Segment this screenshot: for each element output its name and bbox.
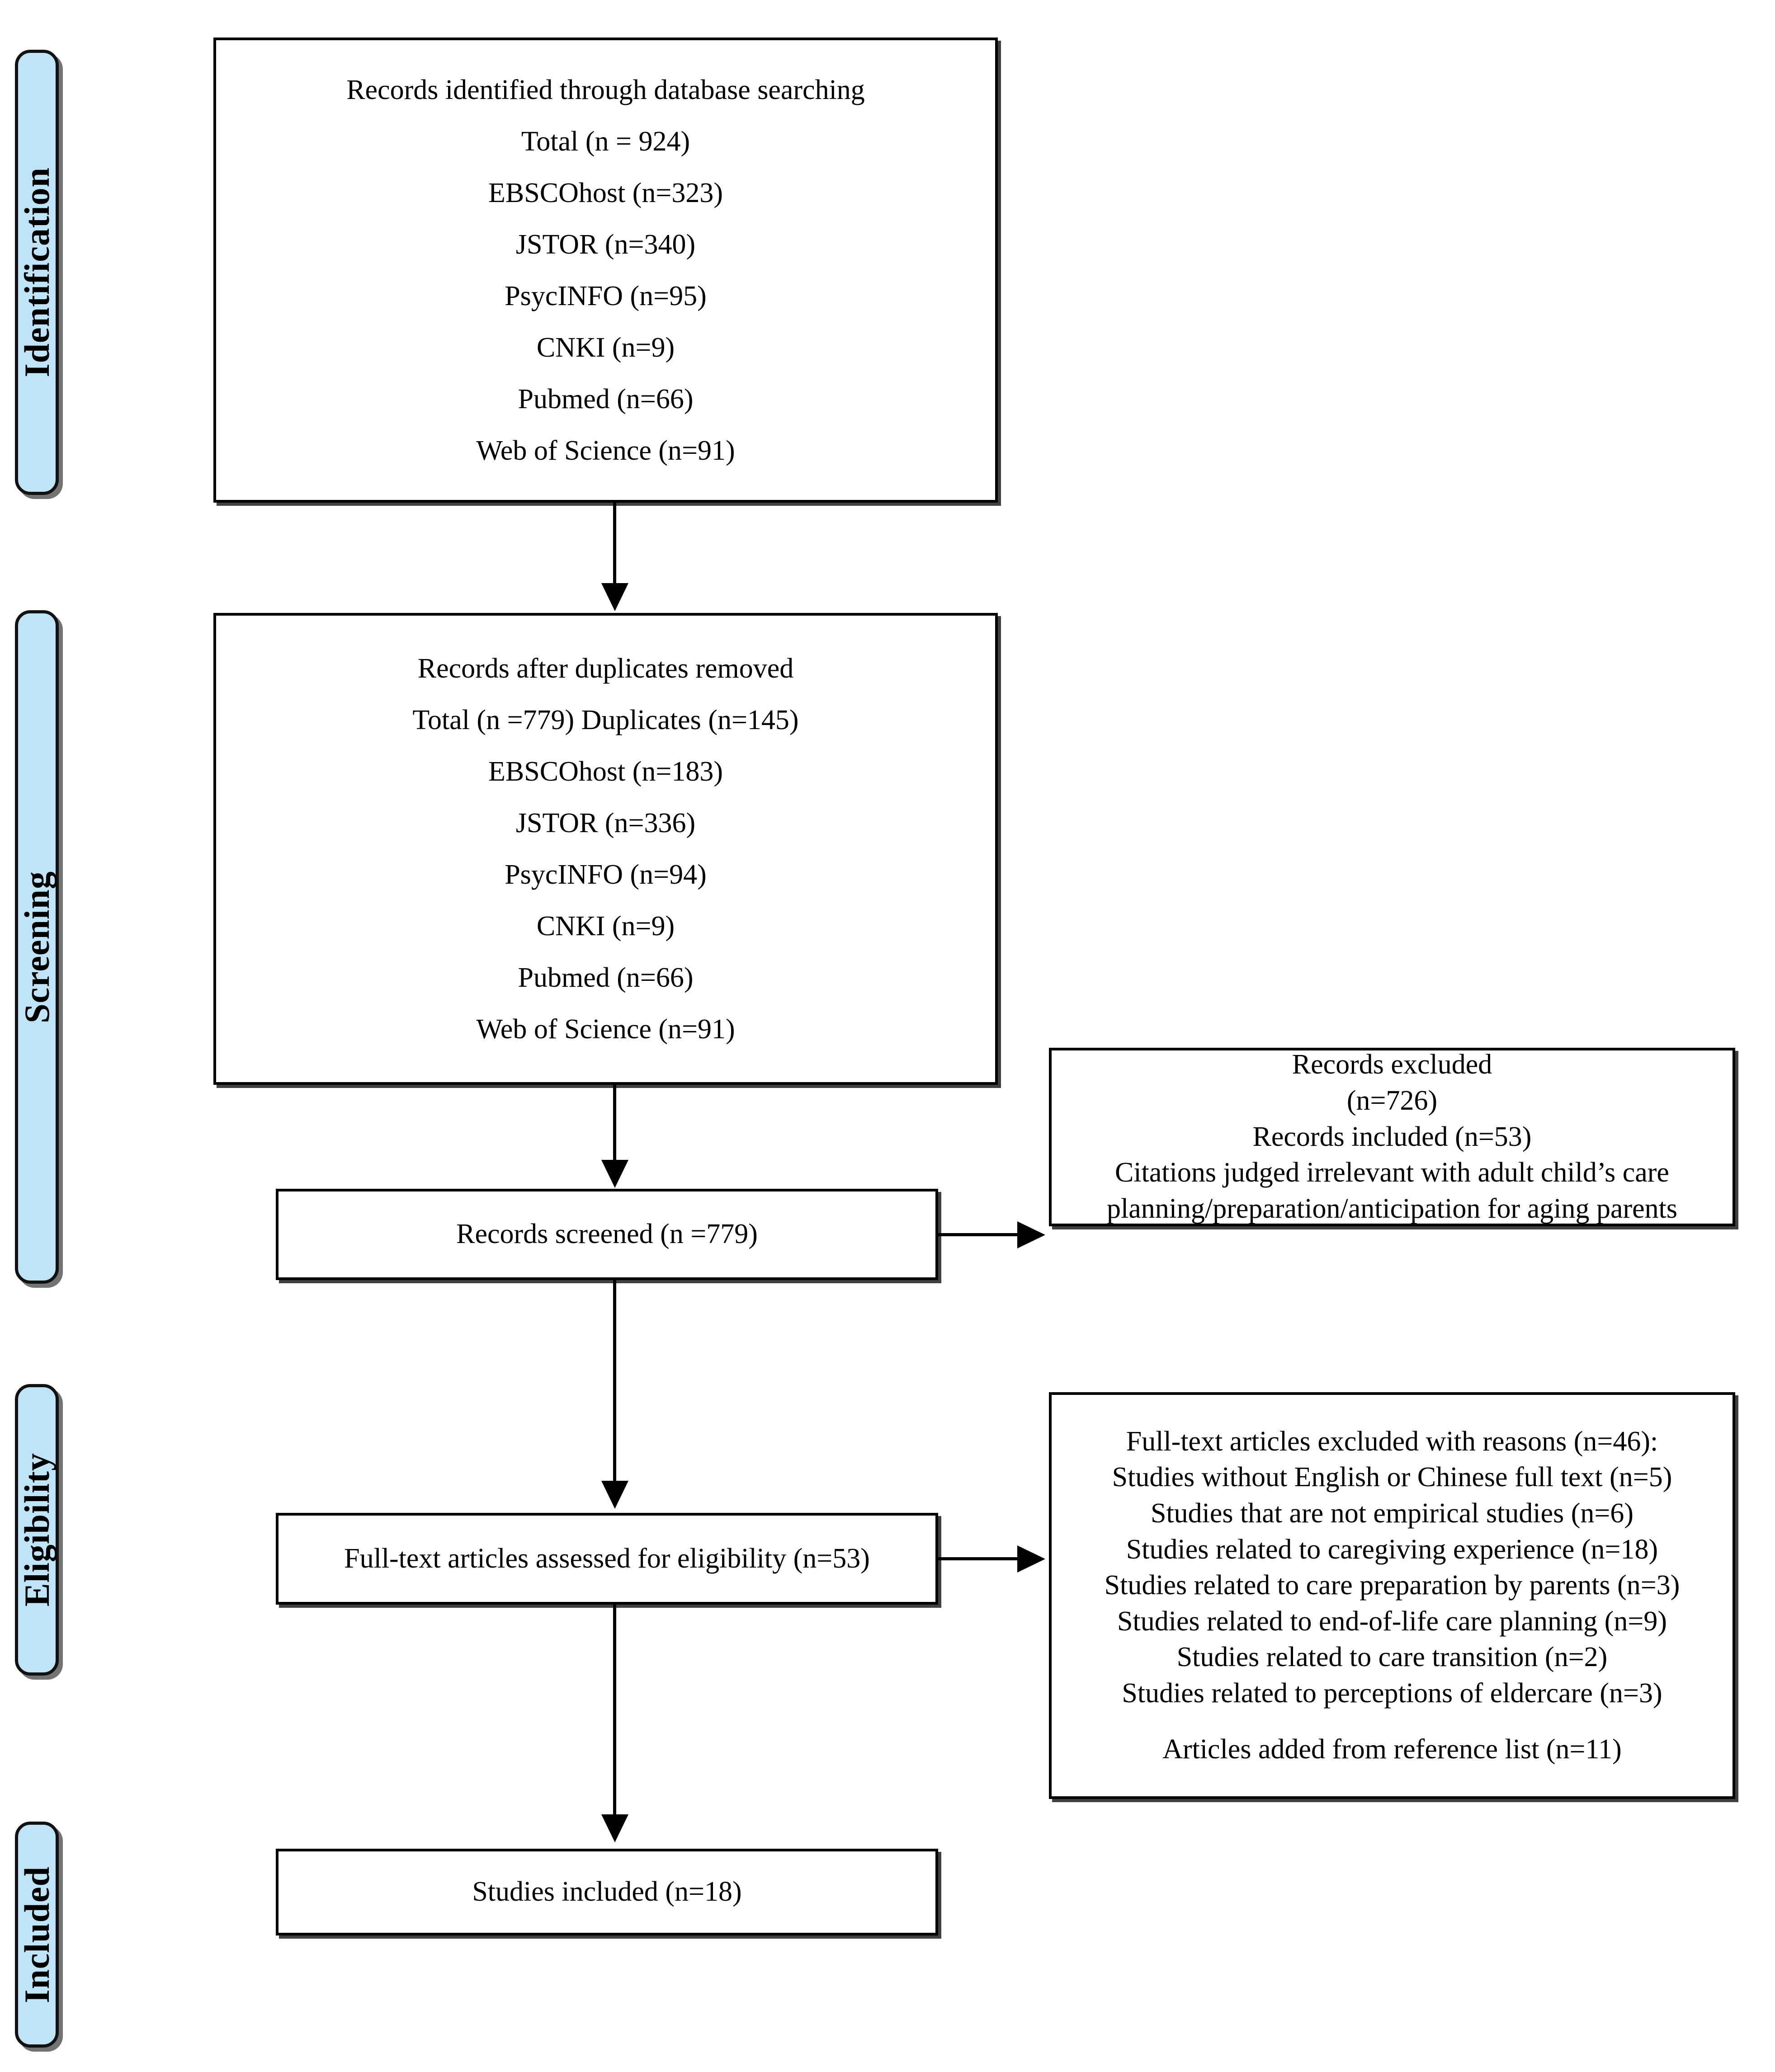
fulltext-excluded-line-3: Studies related to caregiving experience… <box>1126 1534 1658 1565</box>
records-identified-line-1: Total (n = 924) <box>521 126 690 157</box>
fulltext-excluded-line-6: Studies related to care transition (n=2) <box>1176 1642 1608 1673</box>
stage-label-included-text: Included <box>17 1866 57 2003</box>
records-identified-line-3: JSTOR (n=340) <box>515 229 696 260</box>
connector-identified-to-duplicates-arrowhead <box>601 583 628 611</box>
connector-fulltext-to-excluded-line <box>938 1557 1020 1560</box>
stage-label-included: Included <box>15 1822 59 2048</box>
fulltext-excluded-line-4: Studies related to care preparation by p… <box>1104 1570 1680 1601</box>
fulltext-assessed-line-0: Full-text articles assessed for eligibil… <box>344 1543 870 1574</box>
fulltext-excluded-line-0: Full-text articles excluded with reasons… <box>1126 1426 1658 1457</box>
records-identified-box: Records identified through database sear… <box>213 38 998 503</box>
records-excluded-line-4: planning/preparation/anticipation for ag… <box>1107 1193 1677 1224</box>
connector-screened-to-fulltext-line <box>613 1280 616 1483</box>
records-after-duplicates-line-7: Web of Science (n=91) <box>476 1014 735 1045</box>
records-excluded-box: Records excluded (n=726) Records include… <box>1049 1048 1735 1226</box>
records-after-duplicates-line-4: PsycINFO (n=94) <box>505 859 707 890</box>
stage-label-identification-text: Identification <box>17 167 57 377</box>
records-excluded-line-3: Citations judged irrelevant with adult c… <box>1115 1157 1669 1188</box>
studies-included-box: Studies included (n=18) <box>276 1849 938 1935</box>
records-excluded-line-1: (n=726) <box>1346 1085 1438 1116</box>
records-after-duplicates-line-6: Pubmed (n=66) <box>518 962 694 993</box>
connector-identified-to-duplicates-line <box>613 503 616 586</box>
connector-screened-to-excluded-line <box>938 1233 1020 1236</box>
fulltext-excluded-line-5: Studies related to end-of-life care plan… <box>1117 1606 1667 1637</box>
records-identified-line-6: Pubmed (n=66) <box>518 383 694 414</box>
stage-label-screening: Screening <box>15 610 59 1284</box>
records-after-duplicates-line-2: EBSCOhost (n=183) <box>488 756 723 787</box>
records-after-duplicates-line-0: Records after duplicates removed <box>417 653 794 684</box>
connector-screened-to-fulltext-arrowhead <box>601 1481 628 1509</box>
records-excluded-line-2: Records included (n=53) <box>1252 1121 1532 1152</box>
stage-label-screening-text: Screening <box>17 871 57 1023</box>
fulltext-assessed-box: Full-text articles assessed for eligibil… <box>276 1513 938 1605</box>
connector-duplicates-to-screened-arrowhead <box>601 1160 628 1188</box>
records-after-duplicates-line-5: CNKI (n=9) <box>536 911 675 942</box>
connector-duplicates-to-screened-line <box>613 1085 616 1163</box>
fulltext-excluded-box: Full-text articles excluded with reasons… <box>1049 1392 1735 1799</box>
fulltext-excluded-line-1: Studies without English or Chinese full … <box>1112 1462 1672 1493</box>
records-after-duplicates-line-1: Total (n =779) Duplicates (n=145) <box>412 705 799 735</box>
connector-fulltext-to-included-line <box>613 1605 616 1817</box>
records-after-duplicates-box: Records after duplicates removed Total (… <box>213 613 998 1085</box>
fulltext-excluded-line-2: Studies that are not empirical studies (… <box>1150 1497 1634 1529</box>
records-after-duplicates-line-3: JSTOR (n=336) <box>515 808 696 838</box>
records-identified-line-0: Records identified through database sear… <box>346 74 865 105</box>
records-identified-line-2: EBSCOhost (n=323) <box>488 177 723 208</box>
connector-screened-to-excluded-arrowhead <box>1017 1221 1045 1248</box>
stage-label-eligibility-text: Eligibility <box>17 1453 57 1607</box>
records-identified-line-7: Web of Science (n=91) <box>476 435 735 466</box>
records-identified-line-5: CNKI (n=9) <box>536 332 675 363</box>
records-identified-line-4: PsycINFO (n=95) <box>505 280 707 311</box>
records-excluded-line-0: Records excluded <box>1292 1049 1492 1080</box>
fulltext-excluded-line-7: Studies related to perceptions of elderc… <box>1122 1678 1662 1709</box>
studies-included-line-0: Studies included (n=18) <box>472 1876 742 1907</box>
connector-fulltext-to-excluded-arrowhead <box>1017 1545 1045 1573</box>
stage-label-eligibility: Eligibility <box>15 1384 59 1676</box>
records-screened-line-0: Records screened (n =779) <box>456 1219 758 1250</box>
records-screened-box: Records screened (n =779) <box>276 1189 938 1280</box>
connector-fulltext-to-included-arrowhead <box>601 1814 628 1842</box>
fulltext-excluded-line-9: Articles added from reference list (n=11… <box>1162 1733 1622 1765</box>
stage-label-identification: Identification <box>15 50 59 495</box>
